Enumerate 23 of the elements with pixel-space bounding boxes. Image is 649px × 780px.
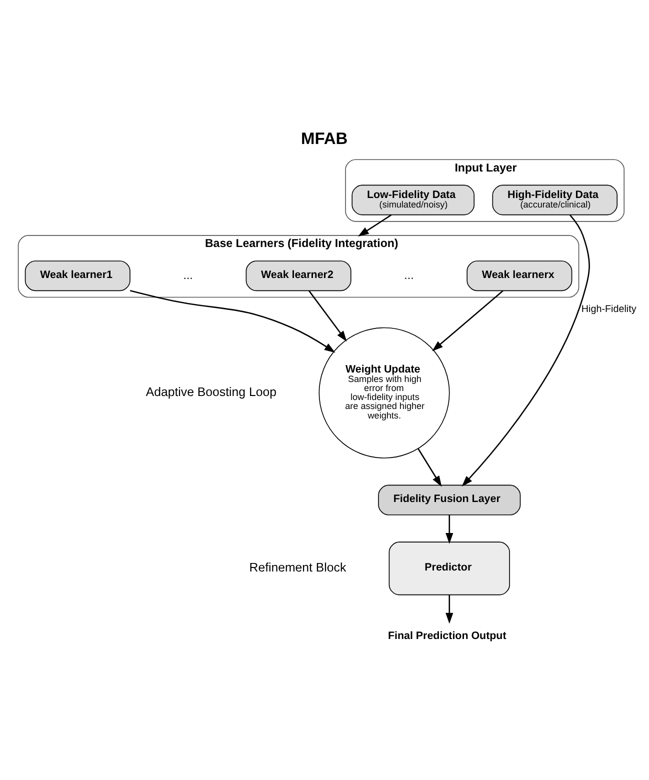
node-box: Fidelity Fusion Layer xyxy=(378,484,521,516)
label: ... xyxy=(183,270,193,282)
edge-label: High-Fidelity xyxy=(581,304,636,315)
node-box: Weak learnerx xyxy=(466,260,572,292)
node-circle: Weight Update Samples with high error from low-fidelity inputs are assigned higher weights. xyxy=(318,327,450,458)
node-box: Predictor xyxy=(388,542,510,596)
label: Adaptive Boosting Loop xyxy=(146,384,276,399)
label: Refinement Block xyxy=(249,560,346,574)
node-text: Final Prediction Output xyxy=(388,630,506,642)
node-box: High-Fidelity Data (accurate/clinical) xyxy=(492,184,618,216)
arrow xyxy=(130,290,336,353)
arrow xyxy=(358,214,392,237)
node-box: Low-Fidelity Data (simulated/noisy) xyxy=(352,184,475,216)
diagram-title: MFAB xyxy=(301,130,348,148)
arrow xyxy=(308,290,347,342)
node-box: Weak learner2 xyxy=(246,260,352,292)
arrow xyxy=(418,448,442,487)
label: ... xyxy=(404,270,414,282)
arrow xyxy=(446,594,454,624)
arrow xyxy=(462,214,590,487)
node-box: Weak learner1 xyxy=(24,260,130,292)
arrow xyxy=(432,290,504,352)
arrow xyxy=(446,515,454,544)
